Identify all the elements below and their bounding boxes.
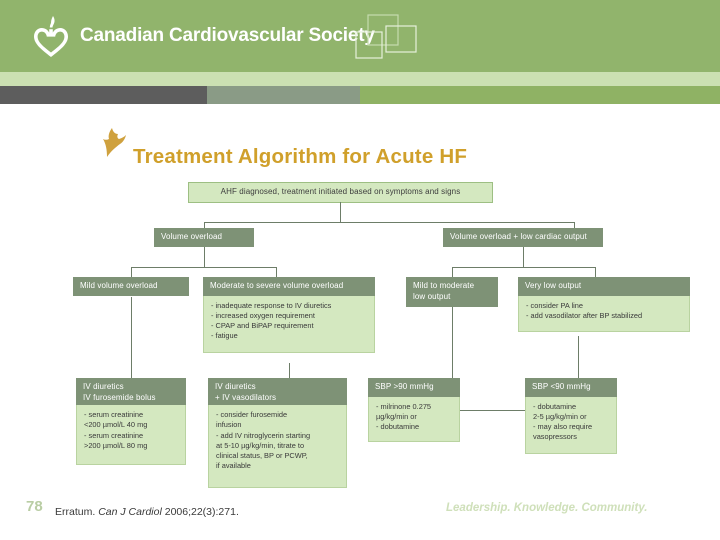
overlapping-squares-icon bbox=[355, 12, 435, 64]
tricolor-band bbox=[0, 86, 720, 104]
flow-node-volume-overload-low-output-label: Volume overload + low cardiac output bbox=[443, 228, 603, 247]
citation-suffix: 2006;22(3):271. bbox=[161, 506, 239, 518]
connector-volo-down bbox=[523, 247, 524, 267]
flow-node-mild-moderate-low-output: Mild to moderate low output bbox=[406, 277, 498, 307]
flow-node-root-label: AHF diagnosed, treatment initiated based… bbox=[188, 182, 493, 203]
connector-very-low-output-down bbox=[578, 336, 579, 378]
flow-node-iv-diuretics-bolus-details: - serum creatinine <200 µmol/L 40 mg - s… bbox=[76, 405, 186, 465]
heart-flame-logo-icon bbox=[31, 16, 71, 58]
flow-node-iv-diuretics-vasodilators-label: IV diuretics + IV vasodilators bbox=[208, 378, 347, 405]
flow-node-volume-overload-low-output: Volume overload + low cardiac output bbox=[443, 228, 603, 247]
flow-node-iv-diuretics-bolus-label: IV diuretics IV furosemide bolus bbox=[76, 378, 186, 405]
tricolor-segment-dark bbox=[0, 86, 207, 104]
flow-node-moderate-severe-volume-overload: Moderate to severe volume overload - ina… bbox=[203, 277, 375, 353]
connector-mild-mod-low-output-down bbox=[452, 307, 453, 378]
citation-journal: Can J Cardiol bbox=[98, 506, 162, 518]
tricolor-segment-green bbox=[360, 86, 720, 104]
flow-node-sbp-above-90-details: - milrinone 0.275 µg/kg/min or - dobutam… bbox=[368, 396, 460, 442]
tagline: Leadership. Knowledge. Community. bbox=[446, 502, 648, 514]
flow-node-mild-volume-overload-label: Mild volume overload bbox=[73, 277, 189, 296]
connector-to-mod-severe-vo bbox=[276, 267, 277, 281]
flow-node-moderate-severe-volume-overload-label: Moderate to severe volume overload bbox=[203, 277, 375, 296]
page-number: 78 bbox=[26, 498, 43, 515]
connector-to-very-low-output bbox=[595, 267, 596, 281]
brand-name: Canadian Cardiovascular Society bbox=[80, 25, 375, 46]
flow-node-mild-moderate-low-output-label: Mild to moderate low output bbox=[406, 277, 498, 307]
connector-root-split bbox=[204, 222, 574, 223]
connector-mod-severe-down bbox=[289, 363, 290, 378]
flow-node-sbp-below-90: SBP <90 mmHg - dobutamine 2-5 µg/kg/min … bbox=[525, 378, 617, 454]
page-title: Treatment Algorithm for Acute HF bbox=[133, 145, 468, 168]
connector-sbp-link bbox=[460, 410, 525, 411]
flow-node-sbp-below-90-label: SBP <90 mmHg bbox=[525, 378, 617, 397]
flow-node-volume-overload: Volume overload bbox=[154, 228, 254, 247]
maple-leaf-icon bbox=[99, 127, 127, 157]
connector-to-mild-mod-low-output bbox=[452, 267, 453, 281]
flow-node-volume-overload-label: Volume overload bbox=[154, 228, 254, 247]
flow-node-very-low-output-details: - consider PA line - add vasodilator aft… bbox=[518, 295, 690, 332]
citation-prefix: Erratum. bbox=[55, 506, 99, 518]
flow-node-mild-volume-overload: Mild volume overload bbox=[73, 277, 189, 296]
flow-node-iv-diuretics-bolus: IV diuretics IV furosemide bolus - serum… bbox=[76, 378, 186, 465]
connector-root-down bbox=[340, 202, 341, 222]
citation: Erratum. Can J Cardiol 2006;22(3):271. bbox=[55, 506, 239, 518]
header-band: Canadian Cardiovascular Society bbox=[0, 0, 720, 72]
flow-node-very-low-output-label: Very low output bbox=[518, 277, 690, 296]
connector-vo-split bbox=[131, 267, 276, 268]
flow-node-sbp-above-90-label: SBP >90 mmHg bbox=[368, 378, 460, 397]
flow-node-moderate-severe-volume-overload-details: - inadequate response to IV diuretics - … bbox=[203, 295, 375, 353]
flow-node-iv-diuretics-vasodilators-details: - consider furosemide infusion - add IV … bbox=[208, 405, 347, 488]
flow-node-very-low-output: Very low output - consider PA line - add… bbox=[518, 277, 690, 332]
connector-mild-vo-down bbox=[131, 297, 132, 378]
connector-volo-split bbox=[452, 267, 595, 268]
tricolor-segment-mid bbox=[207, 86, 360, 104]
flow-node-root: AHF diagnosed, treatment initiated based… bbox=[188, 182, 493, 203]
connector-to-mild-vo bbox=[131, 267, 132, 281]
flow-node-iv-diuretics-vasodilators: IV diuretics + IV vasodilators - conside… bbox=[208, 378, 347, 488]
flow-node-sbp-above-90: SBP >90 mmHg - milrinone 0.275 µg/kg/min… bbox=[368, 378, 460, 442]
connector-vo-down bbox=[204, 247, 205, 267]
flow-node-sbp-below-90-details: - dobutamine 2-5 µg/kg/min or - may also… bbox=[525, 396, 617, 454]
header-light-band bbox=[0, 72, 720, 86]
treatment-algorithm-flowchart: AHF diagnosed, treatment initiated based… bbox=[0, 178, 720, 490]
